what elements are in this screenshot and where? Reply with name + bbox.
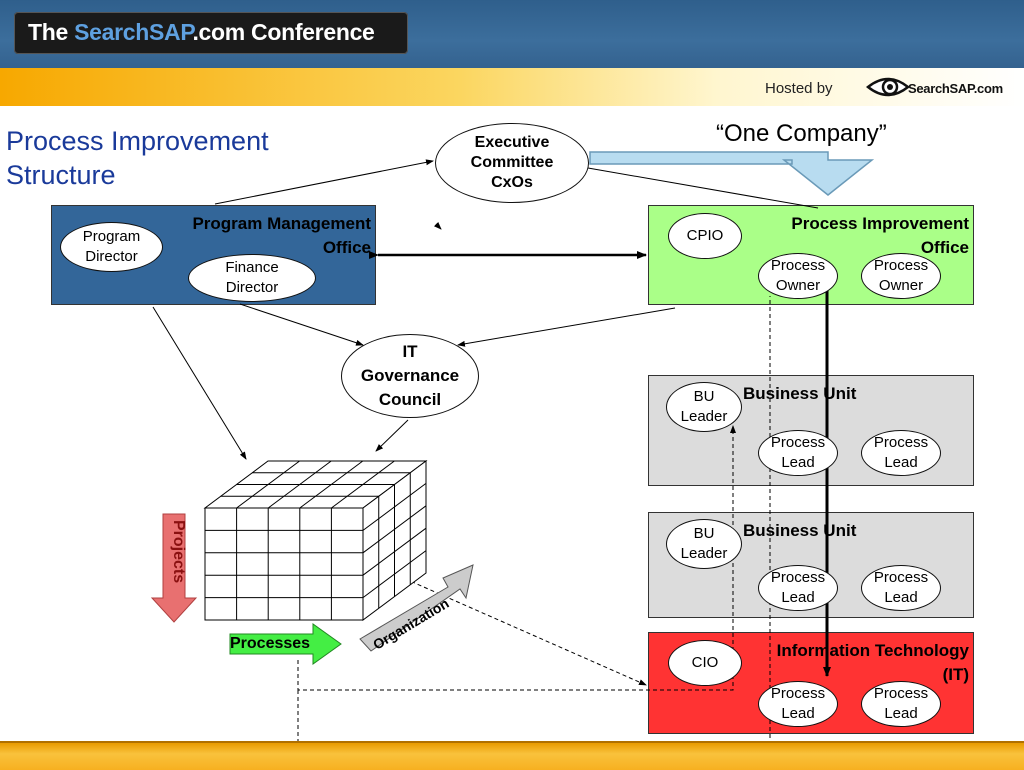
slide-title-line1: Process Improvement <box>6 126 269 156</box>
connector-executive-pio <box>587 167 819 209</box>
executive-line1: Executive <box>474 134 550 151</box>
it-label: Information Technology (IT) <box>777 639 969 687</box>
header-orange-band <box>0 68 1024 106</box>
title-suffix: Conference <box>244 19 375 45</box>
connector-pio-itgov <box>457 307 676 347</box>
slide-title: Process Improvement Structure <box>6 124 269 192</box>
owner2-line1: Process <box>873 257 929 274</box>
connector-pmo-executive <box>214 159 434 205</box>
projects-label-text: Projects <box>170 520 187 584</box>
owner1-line1: Process <box>770 257 826 274</box>
it-lead1-line2: Lead <box>781 705 815 722</box>
slide-title-line2: Structure <box>6 160 116 190</box>
cio-label: CIO <box>691 654 719 671</box>
one-company-label: “One Company” <box>716 120 887 147</box>
pmo-label-line1: Program Management <box>192 214 371 233</box>
logo-text: SearchSAP.com <box>908 81 1003 96</box>
bu1-lead2-line1: Process <box>873 434 929 451</box>
it-lead2-line2: Lead <box>884 705 918 722</box>
it-lead2-line1: Process <box>873 685 929 702</box>
cio-node: CIO <box>668 640 742 686</box>
processes-arrow-label: Processes <box>230 635 311 652</box>
footer-orange-band <box>0 741 1024 770</box>
owner2-line2: Owner <box>878 277 924 294</box>
pio-label-line2: Office <box>920 238 969 257</box>
conference-title: The SearchSAP.com Conference <box>28 19 375 46</box>
title-prefix: The <box>28 19 75 45</box>
cpio-node: CPIO <box>668 213 742 259</box>
bu-leader-node-2: BU Leader <box>666 519 742 569</box>
bu1-leader-line1: BU <box>693 388 715 405</box>
executive-line2: Committee <box>470 154 554 171</box>
connector-stray-arrow <box>433 221 442 230</box>
connector-pmo-cube <box>152 306 247 460</box>
it-label-line1: Information Technology <box>776 641 969 660</box>
dashed-cube-to-it <box>391 572 647 686</box>
it-lead1-line1: Process <box>770 685 826 702</box>
finance-director-line1: Finance <box>225 259 279 276</box>
bu2-lead2-line2: Lead <box>884 589 918 606</box>
owner1-line2: Owner <box>775 277 821 294</box>
it-label-line2: (IT) <box>942 665 969 684</box>
one-company-arrow <box>589 151 875 196</box>
pio-label-line1: Process Improvement <box>791 214 969 233</box>
title-brand-b: .com <box>192 19 245 45</box>
finance-director-line2: Director <box>225 279 279 296</box>
bu2-leader-line2: Leader <box>680 545 728 562</box>
pmo-label-line2: Office <box>322 238 371 257</box>
bu1-leader-line2: Leader <box>680 408 728 425</box>
bu1-lead1-line1: Process <box>770 434 826 451</box>
itgov-line3: Council <box>378 390 442 409</box>
bu2-leader-line1: BU <box>693 525 715 542</box>
projects-arrow <box>150 513 198 623</box>
cpio-label: CPIO <box>686 227 724 244</box>
pio-label: Process Improvement Office <box>791 212 969 260</box>
conference-title-box <box>14 12 408 54</box>
organization-arrow <box>359 564 474 652</box>
connector-pmo-itgov <box>239 303 364 346</box>
itgov-line2: Governance <box>360 366 460 385</box>
connector-itgov-cube <box>375 419 409 452</box>
pmo-label: Program Management Office <box>192 212 371 260</box>
header-banner: The SearchSAP.com Conference <box>0 0 1024 68</box>
program-director-line1: Program <box>82 228 141 245</box>
hosted-by-label: Hosted by <box>765 80 833 97</box>
bu1-lead1-line2: Lead <box>781 454 815 471</box>
bu2-lead1-line1: Process <box>770 569 826 586</box>
searchsap-eye-logo-icon <box>866 77 911 97</box>
bu-leader-node-1: BU Leader <box>666 382 742 432</box>
projects-arrow-label: Projects <box>161 518 189 608</box>
executive-line3: CxOs <box>491 174 533 191</box>
bu1-lead2-line2: Lead <box>884 454 918 471</box>
cube-grid-lines <box>205 460 427 620</box>
title-brand-a: SearchSAP <box>74 19 193 45</box>
bu2-lead1-line2: Lead <box>781 589 815 606</box>
program-director-line2: Director <box>85 248 138 265</box>
processes-arrow <box>229 623 342 665</box>
itgov-line1: IT <box>402 342 418 361</box>
bu2-lead2-line1: Process <box>873 569 929 586</box>
